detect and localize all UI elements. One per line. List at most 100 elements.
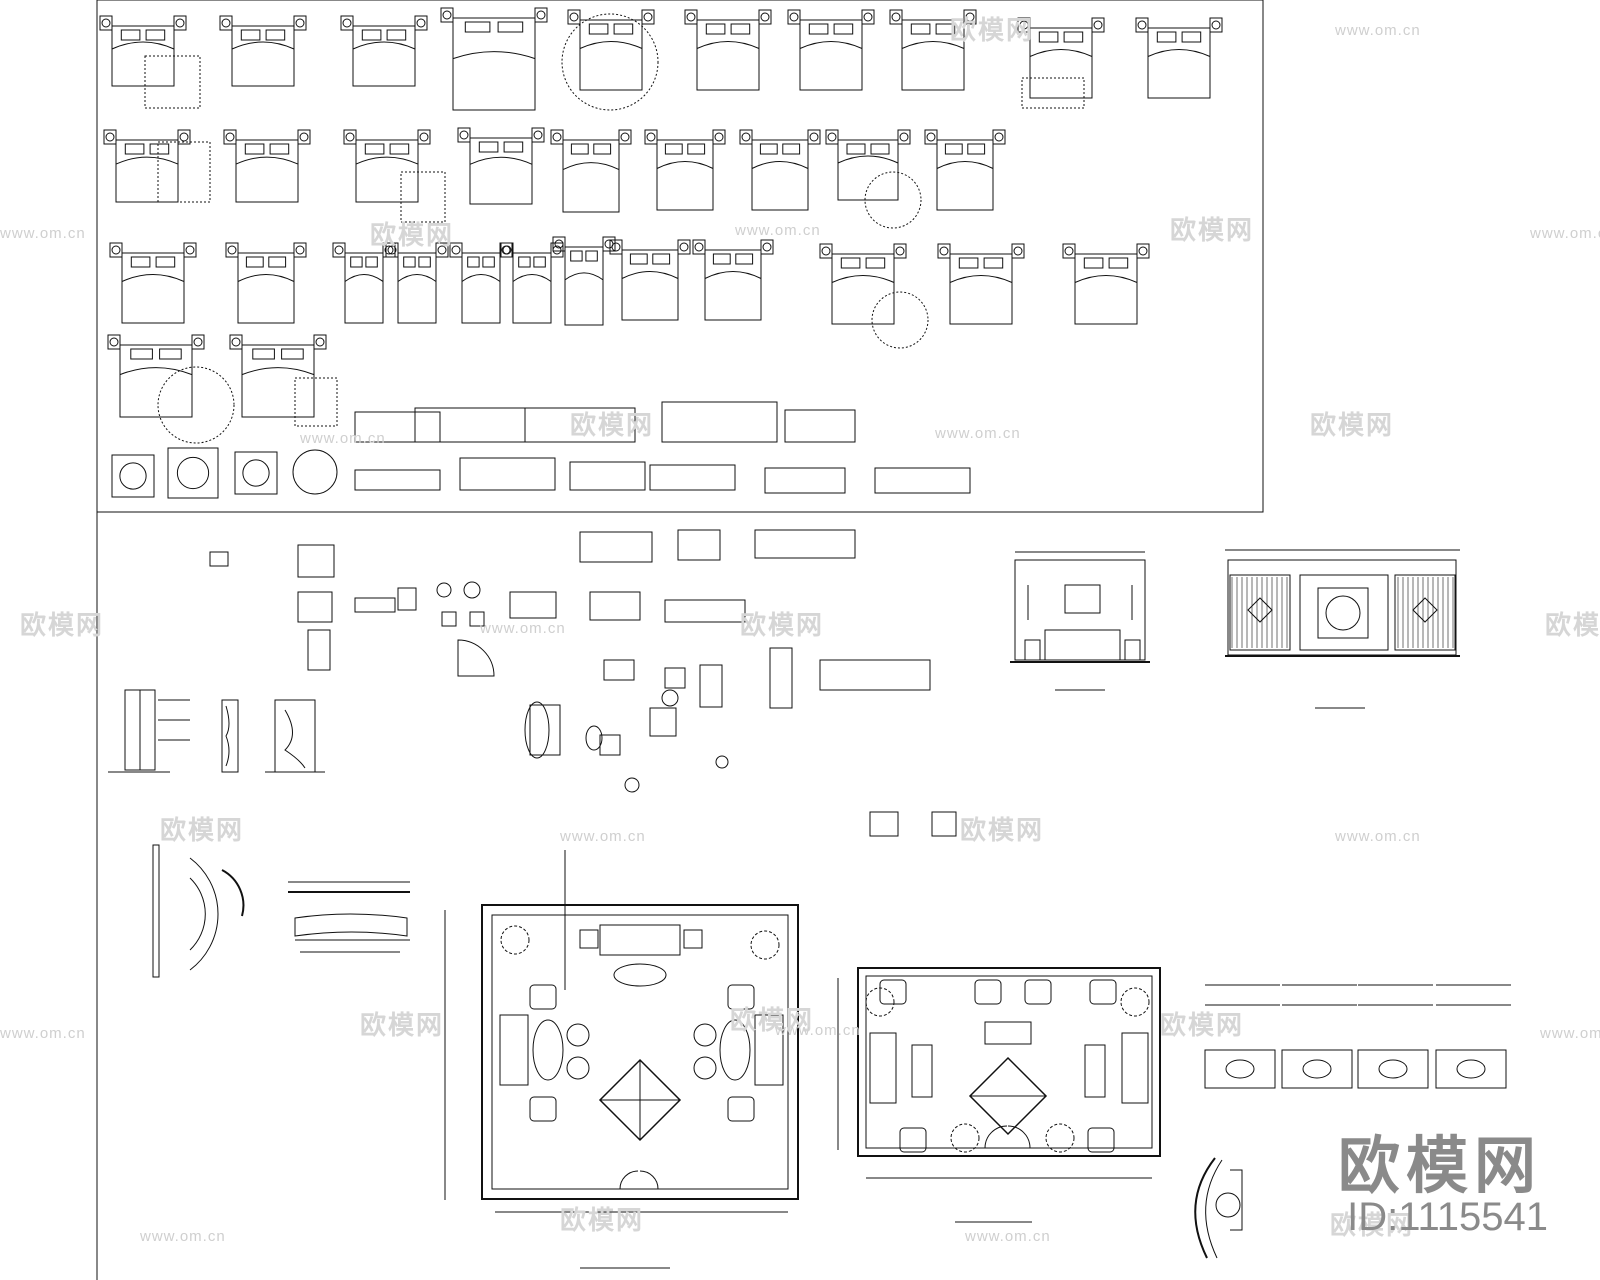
bed-icon [332, 242, 396, 324]
fixture-icon [463, 581, 481, 599]
compass-medallion [292, 449, 338, 495]
screen-hatching [1231, 577, 1454, 648]
watermark-url: www.om.cn [140, 1228, 226, 1245]
vanity-top [1435, 1049, 1507, 1089]
plant-icon [1045, 1123, 1075, 1153]
headboard-elevation [649, 464, 736, 491]
brand-id-text: ID:1115541 [1347, 1195, 1548, 1239]
watermark-brand: 欧模网 [960, 815, 1045, 845]
headboard-elevation [874, 467, 971, 494]
bed-icon [937, 243, 1025, 325]
watermark-url: www.om.cn [1530, 225, 1600, 242]
armchair-icon [899, 1127, 927, 1153]
vanity-top [1281, 1049, 1353, 1089]
bed-icon [550, 129, 632, 213]
bed-icon [1135, 17, 1223, 99]
bed-icon [99, 15, 187, 87]
furniture-icon [603, 659, 635, 681]
headboard-elevation [569, 461, 646, 491]
bed-library [99, 7, 1223, 499]
medallion-circle [242, 459, 270, 487]
sheet-frame [96, 0, 1264, 1280]
bed-icon [684, 9, 772, 91]
fixture-icon [715, 755, 729, 769]
floor-medallion [234, 451, 278, 495]
rug-icon [294, 377, 338, 427]
rug-icon [1021, 77, 1085, 109]
rug-icon [144, 55, 201, 109]
watermark-brand: 欧模网 [20, 610, 105, 640]
watermark-brand: 欧模网 [740, 610, 825, 640]
round-rug-icon [864, 171, 922, 229]
furniture-icon [649, 707, 677, 737]
bed-icon [1017, 17, 1105, 99]
bed-icon [552, 236, 616, 326]
furniture-icon [297, 544, 335, 578]
furniture-icon [579, 531, 653, 563]
brand-logo-text: 欧模网 [1337, 1132, 1542, 1201]
bed-icon [219, 15, 307, 87]
dining-set-icon [931, 811, 957, 837]
medallion-circle [119, 462, 147, 490]
watermark-brand: 欧模网 [950, 15, 1035, 45]
watermark-url: www.om.cn [1335, 22, 1421, 39]
headboard-elevation [459, 457, 556, 491]
watermark-brand: 欧模网 [1160, 1010, 1245, 1040]
floor-medallion [167, 447, 219, 499]
bed-icon [225, 242, 307, 324]
bed-icon [440, 7, 548, 111]
round-chair-icon [566, 1023, 590, 1047]
bed-icon [223, 129, 311, 203]
headboard-elevation [784, 409, 856, 443]
armchair-icon [974, 979, 1002, 1005]
wall-elevation-screens [1225, 549, 1460, 709]
watermark-url: www.om.cn [965, 1228, 1051, 1245]
watermark-brand: 欧模网 [160, 815, 245, 845]
watermark-brand: 欧模网 [370, 220, 455, 250]
bed-icon [449, 242, 513, 324]
fixture-icon [436, 582, 452, 598]
medallion-circle [176, 456, 210, 490]
armchair-icon [529, 984, 557, 1010]
furniture-icon [819, 659, 931, 691]
plant-icon [865, 987, 895, 1017]
watermark-url: www.om.cn [0, 1025, 86, 1042]
bed-icon [889, 9, 977, 91]
watermark-url: www.om.cn [735, 222, 821, 239]
furniture-icon [469, 611, 485, 627]
furniture-icon [441, 611, 457, 627]
round-rug-icon [871, 291, 929, 349]
door-details [108, 689, 325, 773]
watermark-brand: 欧模网 [730, 1005, 815, 1035]
round-chair-icon [566, 1056, 590, 1080]
chair-icon [869, 811, 899, 837]
rug-icon [157, 141, 211, 203]
round-chair-icon [693, 1023, 717, 1047]
vanity-top [1204, 1049, 1276, 1089]
furniture-icon [599, 734, 621, 756]
bed-icon [340, 15, 428, 87]
plant-icon [500, 925, 530, 955]
watermark-brand: 欧模网 [1545, 610, 1600, 640]
bed-icon [1062, 243, 1150, 325]
bedroom-elevation [1010, 551, 1150, 691]
curved-wall-detail [1194, 1157, 1243, 1259]
bed-icon [787, 9, 875, 91]
floor-plan-lounge-b [837, 967, 1161, 1223]
sink-icon [1225, 1059, 1255, 1079]
round-chair-icon [693, 1056, 717, 1080]
watermark-brand: 欧模网 [560, 1205, 645, 1235]
watermark-brand: 欧模网 [360, 1010, 445, 1040]
plant-icon [750, 930, 780, 960]
furniture-icon [677, 529, 721, 561]
watermark-brand: 欧模网 [1170, 215, 1255, 245]
bed-icon [567, 9, 655, 91]
armchair-icon [879, 979, 907, 1005]
bed-icon [819, 243, 907, 325]
headboard-elevation [661, 401, 778, 443]
armchair-icon [1087, 1127, 1115, 1153]
shower-icon [457, 639, 495, 677]
headboard-elevation [524, 407, 636, 443]
bathtub-icon [524, 701, 550, 759]
